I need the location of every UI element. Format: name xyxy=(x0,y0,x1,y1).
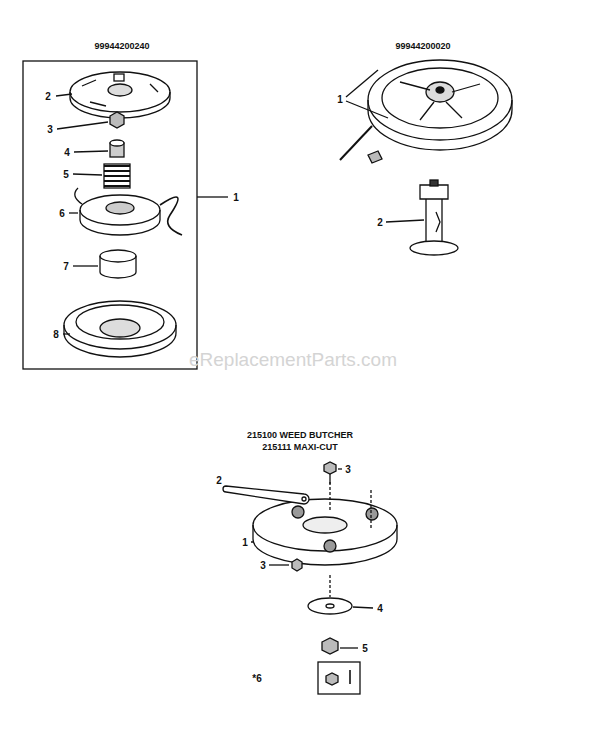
leader-line xyxy=(386,220,424,222)
callout-number: 4 xyxy=(377,603,383,614)
part-number: 99944200240 xyxy=(94,42,149,52)
bolt xyxy=(324,462,336,484)
callout-number: 3 xyxy=(345,464,351,475)
leader-line xyxy=(57,122,108,129)
callout-number: 2 xyxy=(216,475,222,486)
leader-line xyxy=(340,647,358,648)
leader-line xyxy=(63,333,70,334)
leader-line xyxy=(73,265,98,266)
bottom-cover xyxy=(64,301,176,357)
nut xyxy=(322,638,338,654)
callout-number: 1 xyxy=(337,94,343,105)
leader-line xyxy=(338,468,342,469)
leader-line xyxy=(73,174,102,175)
callout-number: 6 xyxy=(59,208,65,219)
callout-number: 3 xyxy=(260,560,266,571)
leader-line xyxy=(346,70,378,97)
part-number: 215111 MAXI-CUT xyxy=(262,443,338,453)
spool xyxy=(75,188,182,235)
nut xyxy=(110,112,124,128)
callout-number: 1 xyxy=(233,192,239,203)
leader-line xyxy=(353,607,373,608)
leader-line xyxy=(56,94,72,96)
leader-line xyxy=(69,212,78,213)
watermark: eReplacementParts.com xyxy=(189,350,397,371)
kit-frame xyxy=(23,61,197,369)
bushing xyxy=(110,140,124,157)
cutting-blade xyxy=(223,486,309,504)
leader-line xyxy=(74,151,108,152)
part-number: 215100 WEED BUTCHER xyxy=(247,431,353,441)
callout-number: 8 xyxy=(53,329,59,340)
callout-number: *6 xyxy=(252,673,261,684)
callout-number: 4 xyxy=(64,147,70,158)
spring xyxy=(104,164,130,188)
leader-line xyxy=(197,196,228,197)
cup xyxy=(100,250,136,278)
callout-number: 7 xyxy=(63,261,69,272)
nut xyxy=(292,559,302,571)
callout-number: 2 xyxy=(45,91,51,102)
callout-number: 5 xyxy=(362,643,368,654)
callout-number: 3 xyxy=(47,124,53,135)
callout-number: 2 xyxy=(377,217,383,228)
washer xyxy=(308,598,352,614)
callout-number: 1 xyxy=(242,537,248,548)
nut-kit xyxy=(318,662,360,694)
leader-line xyxy=(269,564,289,565)
callout-number: 5 xyxy=(63,169,69,180)
top-housing xyxy=(70,72,170,118)
leader-line xyxy=(251,541,253,542)
leader-line xyxy=(346,101,388,118)
trimmer-head xyxy=(340,60,512,163)
adapter xyxy=(410,180,458,255)
part-number: 99944200020 xyxy=(395,42,450,52)
